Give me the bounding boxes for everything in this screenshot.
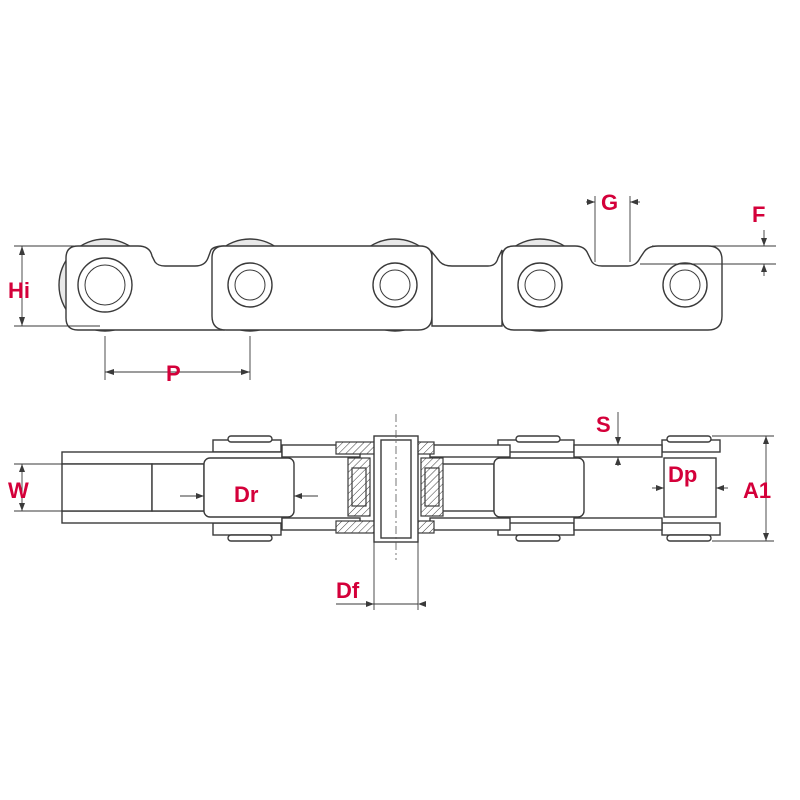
dim-s — [574, 412, 628, 466]
label-a1: A1 — [743, 478, 771, 503]
label-dr: Dr — [234, 482, 259, 507]
side-view — [14, 196, 776, 380]
rollers-plan — [61, 457, 717, 518]
dim-a1 — [712, 435, 774, 542]
label-s: S — [596, 412, 611, 437]
pin-holes — [77, 257, 708, 313]
pin-heads — [227, 435, 712, 542]
dim-df — [336, 542, 426, 610]
dim-dr — [180, 493, 318, 499]
link-plate-2 — [211, 245, 433, 331]
dim-hi — [14, 245, 100, 327]
plan-view — [14, 412, 774, 610]
label-p: P — [166, 361, 181, 386]
link-plate-3 — [431, 249, 503, 327]
label-w: W — [8, 478, 29, 503]
dim-g — [586, 196, 640, 262]
label-dp: Dp — [668, 462, 697, 487]
dim-dp — [652, 485, 728, 491]
labels: Hi P G F W Dr S Dp A1 Df — [8, 190, 771, 603]
dim-f — [640, 230, 776, 276]
label-hi: Hi — [8, 278, 30, 303]
dim-w — [14, 463, 62, 512]
dim-p — [104, 336, 251, 380]
label-df: Df — [336, 578, 360, 603]
label-g: G — [601, 190, 618, 215]
section-cut — [335, 414, 444, 560]
label-f: F — [752, 202, 765, 227]
